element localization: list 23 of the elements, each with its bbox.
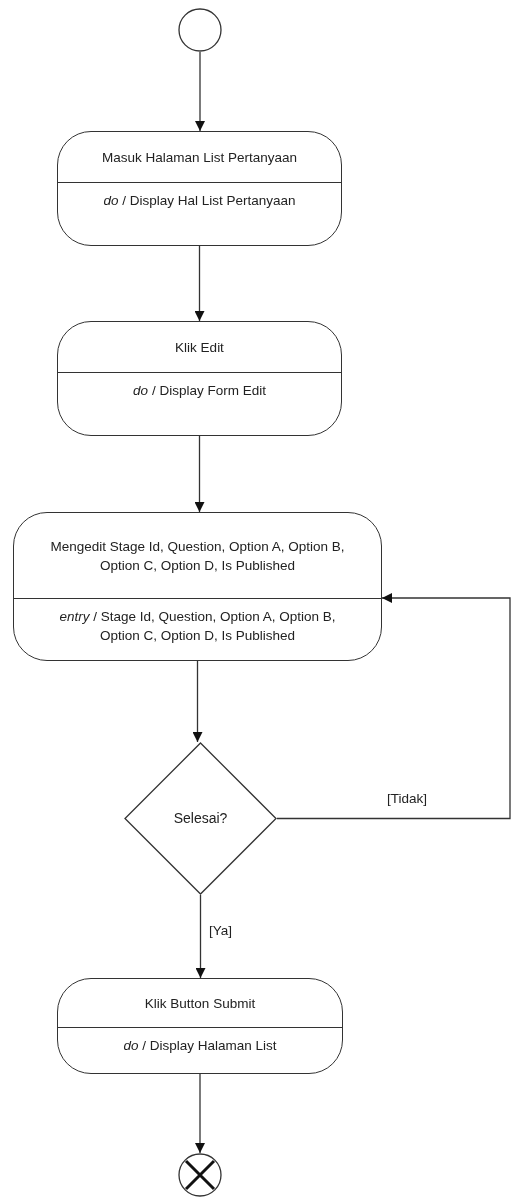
- arrow: [195, 1073, 205, 1154]
- state-name: Klik Button Submit: [144, 994, 256, 1013]
- arrow: [276, 593, 511, 820]
- arrow: [194, 245, 205, 322]
- state-name: Mengedit Stage Id, Question, Option A, Option B, Option C, Option D, Is Published: [49, 537, 346, 575]
- state-name: Klik Edit: [175, 338, 224, 357]
- decision-diamond: [124, 742, 277, 895]
- arrow: [195, 894, 206, 979]
- state-activity: do / Display Halaman List: [123, 1037, 277, 1055]
- state-name: Masuk Halaman List Pertanyaan: [101, 148, 298, 167]
- final-state: [178, 1153, 222, 1197]
- state-activity: do / Display Hal List Pertanyaan: [103, 192, 296, 210]
- arrow: [195, 51, 205, 132]
- state-box: [57, 131, 342, 246]
- state-box: [13, 512, 382, 661]
- state-activity: entry / Stage Id, Question, Option A, Option B, Option C, Option D, Is Published: [58, 608, 337, 645]
- arrow: [194, 435, 205, 513]
- state-box: [57, 978, 343, 1074]
- initial-state: [178, 8, 222, 52]
- decision-text: Selesai?: [173, 809, 228, 828]
- arrow: [192, 660, 203, 743]
- state-activity: do / Display Form Edit: [133, 382, 266, 400]
- state-box: [57, 321, 342, 436]
